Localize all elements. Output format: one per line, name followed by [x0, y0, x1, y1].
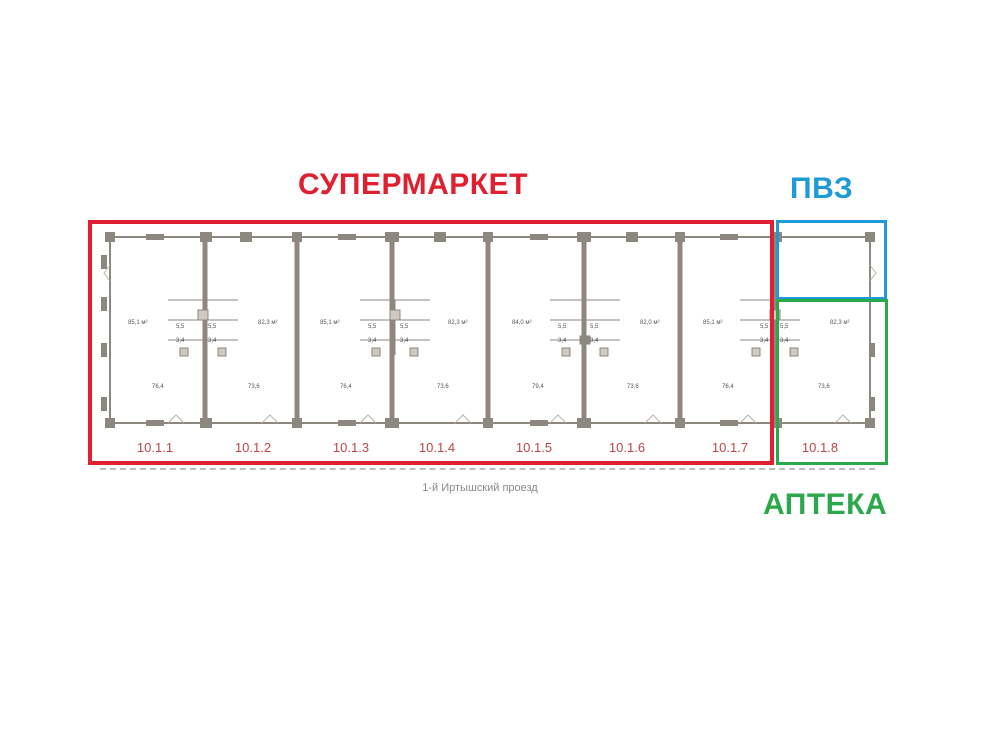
wc-value: 3,4 — [760, 338, 769, 344]
window-frame — [869, 397, 875, 411]
window-frame — [869, 343, 875, 357]
column — [240, 232, 252, 242]
column — [675, 232, 685, 242]
door — [834, 414, 852, 424]
door — [103, 264, 111, 282]
unit-area: 82,3 м² — [258, 320, 278, 326]
column — [105, 232, 115, 242]
door — [549, 414, 567, 424]
window-frame — [720, 420, 738, 426]
wc-value: 3,4 — [558, 338, 567, 344]
column — [434, 232, 446, 242]
supermarket-label: СУПЕРМАРКЕТ — [298, 168, 528, 201]
column — [292, 232, 302, 242]
unit-id: 10.1.6 — [608, 440, 646, 455]
column — [865, 232, 875, 242]
door — [261, 414, 279, 424]
wc-value: 5,5 — [590, 324, 599, 330]
wc-value: 3,4 — [400, 338, 409, 344]
wc-block-3 — [550, 299, 620, 357]
column — [675, 418, 685, 428]
window-frame — [338, 234, 356, 240]
unit-id: 10.1.2 — [234, 440, 272, 455]
wc-value: 3,4 — [208, 338, 217, 344]
wc-value: 5,5 — [208, 324, 217, 330]
wc-block-2 — [360, 299, 430, 357]
window-frame — [146, 420, 164, 426]
unit-area: 82,0 м² — [640, 320, 660, 326]
supermarket-frame — [88, 220, 774, 465]
unit-subarea: 76,4 — [722, 384, 734, 390]
apteka-label: АПТЕКА — [763, 488, 888, 521]
column — [577, 232, 591, 242]
unit-subarea: 76,4 — [152, 384, 164, 390]
unit-subarea: 76,4 — [340, 384, 352, 390]
column — [385, 418, 399, 428]
wc-value: 5,5 — [368, 324, 377, 330]
door — [454, 414, 472, 424]
window-frame — [530, 420, 548, 426]
window-frame — [101, 255, 107, 269]
column — [200, 418, 212, 428]
wc-value: 5,5 — [400, 324, 409, 330]
wc-value: 5,5 — [780, 324, 789, 330]
column — [292, 418, 302, 428]
unit-area: 82,3 м² — [448, 320, 468, 326]
unit-subarea: 73,6 — [248, 384, 260, 390]
door — [167, 414, 185, 424]
street-line — [100, 468, 875, 470]
wc-value: 3,4 — [590, 338, 599, 344]
column — [105, 418, 115, 428]
unit-id: 10.1.8 — [801, 440, 839, 455]
wc-value: 3,4 — [780, 338, 789, 344]
unit-id: 10.1.1 — [136, 440, 174, 455]
column — [626, 232, 638, 242]
column — [865, 418, 875, 428]
doors — [103, 264, 877, 424]
unit-subarea: 73,6 — [627, 384, 639, 390]
window-frame — [101, 397, 107, 411]
apteka-frame — [776, 299, 888, 465]
wc-block-1 — [168, 299, 238, 357]
column — [385, 232, 399, 242]
unit-area: 84,0 м² — [512, 320, 532, 326]
column — [577, 418, 591, 428]
window-frame — [338, 420, 356, 426]
window-frame — [101, 343, 107, 357]
unit-area: 85,1 м² — [703, 320, 723, 326]
unit-subarea: 73,6 — [437, 384, 449, 390]
door — [644, 414, 662, 424]
wc-value: 3,4 — [368, 338, 377, 344]
unit-subarea: 79,4 — [532, 384, 544, 390]
window-frame — [146, 234, 164, 240]
column — [483, 232, 493, 242]
door — [869, 264, 877, 282]
column — [200, 232, 212, 242]
wc-value: 5,5 — [760, 324, 769, 330]
pvz-label: ПВЗ — [790, 172, 854, 205]
side-windows — [101, 255, 875, 411]
pvz-frame — [776, 220, 887, 300]
column — [483, 418, 493, 428]
door — [359, 414, 377, 424]
unit-id: 10.1.5 — [515, 440, 553, 455]
unit-id: 10.1.4 — [418, 440, 456, 455]
wc-value: 5,5 — [558, 324, 567, 330]
wc-value: 5,5 — [176, 324, 185, 330]
wc-value: 3,4 — [176, 338, 185, 344]
door — [739, 414, 757, 424]
street-name: 1-й Иртышский проезд — [422, 482, 538, 494]
window-frame — [530, 234, 548, 240]
unit-area: 85,1 м² — [128, 320, 148, 326]
window-frame — [101, 297, 107, 311]
unit-area: 82,3 м² — [830, 320, 850, 326]
unit-area: 85,1 м² — [320, 320, 340, 326]
unit-id: 10.1.3 — [332, 440, 370, 455]
window-frame — [720, 234, 738, 240]
unit-id: 10.1.7 — [711, 440, 749, 455]
unit-subarea: 73,6 — [818, 384, 830, 390]
